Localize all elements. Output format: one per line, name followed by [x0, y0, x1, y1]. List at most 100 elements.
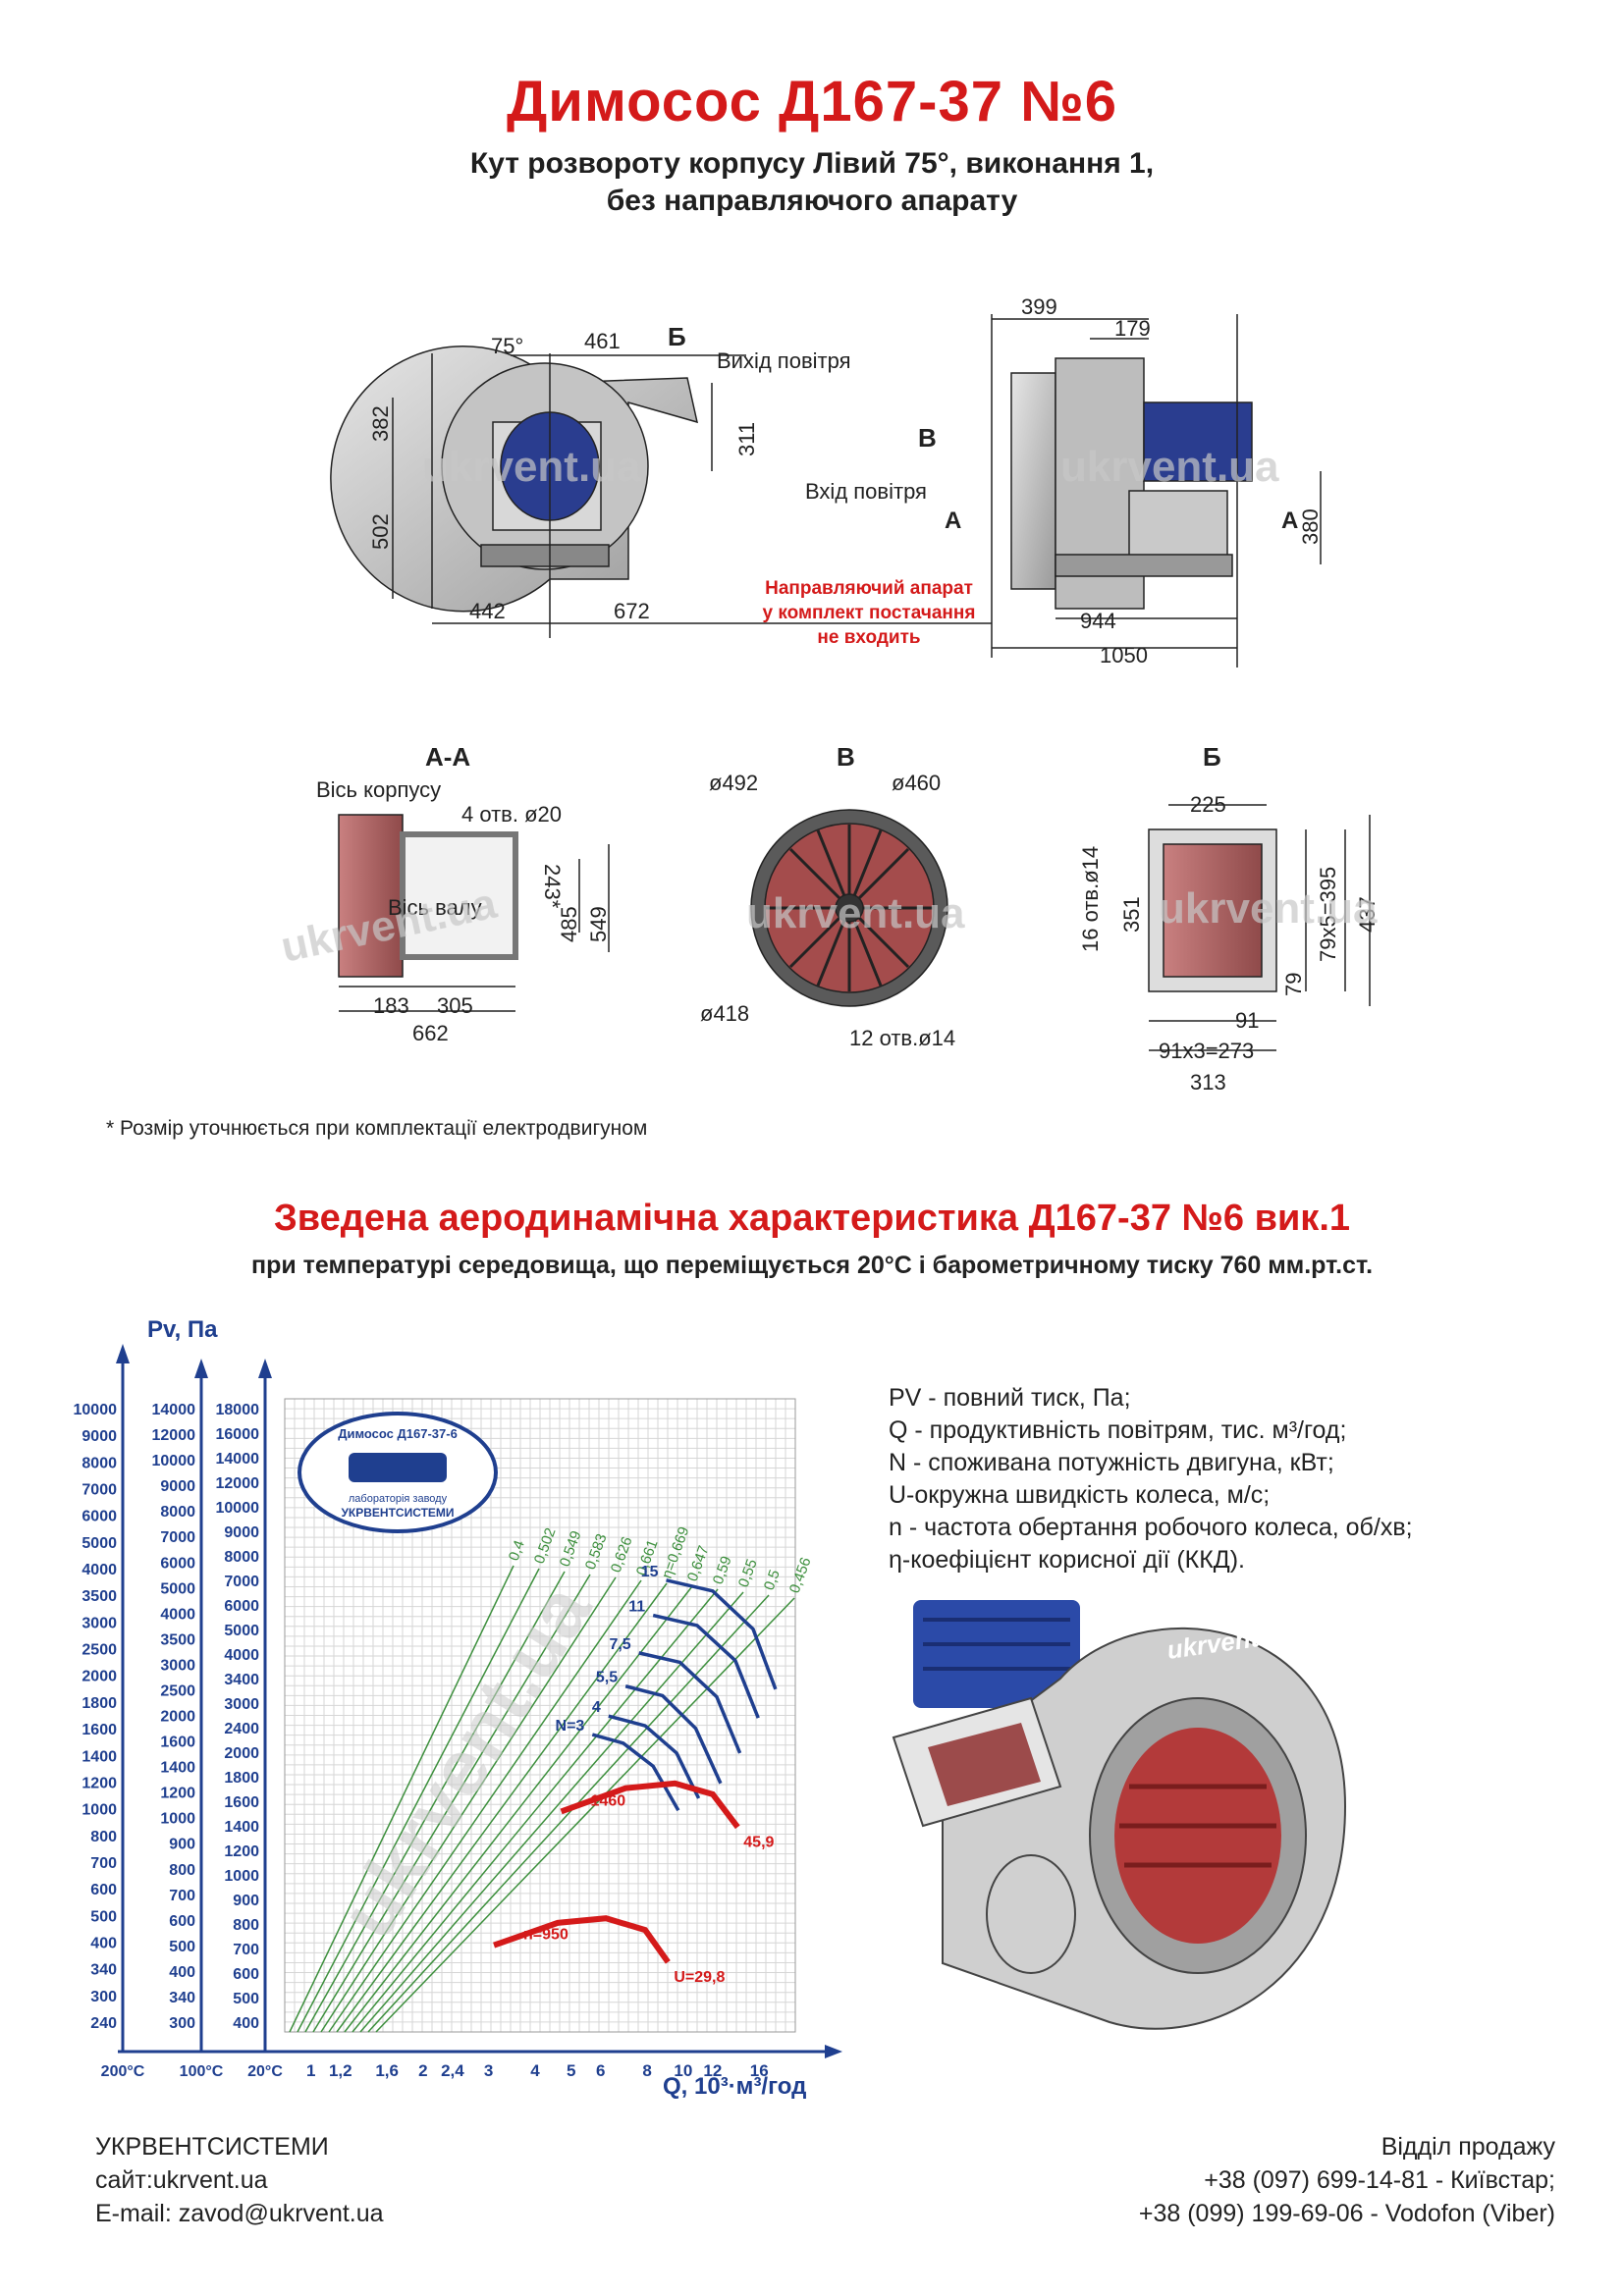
y-tick-label: 12000: [152, 1427, 196, 1444]
y-tick-label: 8000: [160, 1504, 195, 1521]
speed-curve-end-label: 45,9: [743, 1834, 774, 1850]
y-tick-label: 4000: [81, 1562, 117, 1578]
y-tick-label: 7000: [224, 1574, 259, 1590]
y-tick-label: 1000: [160, 1811, 195, 1828]
footer-phone-1[interactable]: +38 (097) 699-14-81 - Київстар;: [1204, 2166, 1555, 2194]
dim-662: 662: [412, 1021, 449, 1045]
y-tick-label: 1200: [160, 1786, 195, 1802]
y-tick-label: 3500: [160, 1631, 195, 1648]
power-curve: [624, 1684, 723, 1785]
y-tick-label: 400: [90, 1935, 117, 1951]
legend-pv: PV - повний тиск, Па;: [889, 1384, 1131, 1412]
dim-d418: ø418: [700, 1001, 749, 1026]
side-view: [991, 314, 1322, 667]
temperature-label: 100°С: [180, 2063, 224, 2080]
y-tick-label: 3500: [81, 1588, 117, 1605]
efficiency-line: [367, 1594, 770, 2033]
x-tick-label: 1: [306, 2061, 315, 2080]
dim-485: 485: [557, 906, 581, 942]
y-tick-label: 10000: [216, 1500, 260, 1517]
watermark-1: ukrvent.ua: [422, 443, 641, 491]
dim-243: 243*: [540, 864, 565, 909]
y-tick-label: 4000: [224, 1647, 259, 1664]
logo-title: Димосос Д167-37-6: [338, 1426, 458, 1441]
dim-549: 549: [586, 906, 611, 942]
speed-curve-label: 1460: [591, 1792, 626, 1809]
y-tick-label: 1400: [81, 1748, 117, 1765]
y-tick-label: 5000: [160, 1580, 195, 1597]
speed-curve-end-label: U=29,8: [674, 1969, 725, 1986]
efficiency-line: [328, 1579, 642, 2033]
y-tick-label: 800: [169, 1862, 195, 1879]
y-tick-label: 9000: [160, 1478, 195, 1495]
dim-380: 380: [1298, 508, 1323, 545]
fan-render-image: ukrvent.ua: [892, 1600, 1347, 2030]
y-tick-label: 6000: [224, 1598, 259, 1615]
y-tick-label: 7000: [160, 1529, 195, 1546]
dim-502: 502: [368, 513, 393, 550]
chart-section-subtitle: при температурі середовища, що переміщує…: [250, 1252, 1374, 1279]
efficiency-line: [289, 1565, 514, 2033]
x-tick-label: 2,4: [441, 2061, 464, 2080]
legend-q: Q - продуктивність повітрям, тис. м³/год…: [889, 1416, 1347, 1444]
footer-phone-2[interactable]: +38 (099) 199-69-06 - Vodofon (Viber): [1138, 2200, 1555, 2227]
x-tick-label: 1,6: [375, 2061, 399, 2080]
footer-site-link[interactable]: сайт:ukrvent.ua: [95, 2166, 268, 2194]
dim-442: 442: [469, 599, 506, 623]
y-tick-label: 300: [90, 1989, 117, 2005]
footer-sales: Відділ продажу: [1380, 2133, 1555, 2161]
power-curve: [591, 1733, 680, 1812]
temperature-label: 20°С: [247, 2063, 283, 2080]
dim-1050: 1050: [1100, 643, 1148, 667]
inlet-label: Вхід повітря: [805, 479, 927, 504]
y-tick-label: 900: [233, 1893, 259, 1909]
y-tick-label: 2500: [81, 1642, 117, 1659]
efficiency-label: 0,502: [531, 1525, 560, 1566]
y-axis-arrow-icon: [194, 1359, 208, 1378]
power-curve-label: N=3: [556, 1718, 585, 1735]
dim-d492: ø492: [709, 771, 758, 795]
page-title: Димосос Д167-37 №6: [506, 70, 1117, 133]
power-curve: [608, 1714, 701, 1799]
y-tick-label: 3000: [81, 1615, 117, 1631]
y-tick-label: 3400: [224, 1672, 259, 1688]
efficiency-line: [375, 1597, 795, 2033]
y-tick-label: 700: [169, 1888, 195, 1904]
y-tick-label: 7000: [81, 1482, 117, 1499]
y-tick-label: 800: [90, 1829, 117, 1845]
y-axis-arrow-icon: [258, 1359, 272, 1378]
speed-curve: [560, 1780, 740, 1830]
efficiency-line: [297, 1568, 540, 2033]
y-tick-label: 1600: [81, 1722, 117, 1738]
y-tick-label: 700: [90, 1855, 117, 1872]
dim-225: 225: [1190, 792, 1226, 817]
legend-n-speed: n - частота обертання робочого колеса, о…: [889, 1514, 1413, 1541]
y-tick-label: 2000: [81, 1669, 117, 1685]
page-subtitle-1: Кут розвороту корпусу Лівий 75°, виконан…: [469, 147, 1155, 180]
y-tick-label: 1000: [224, 1868, 259, 1885]
x-tick-label: 6: [596, 2061, 605, 2080]
holes-b: 16 отв.ø14: [1078, 846, 1103, 952]
aerodynamic-chart: Pv, Па Q, 10³·м³/год 4005006007008009001…: [74, 1316, 842, 2100]
efficiency-label: 0,647: [684, 1543, 713, 1583]
x-tick-label: 4: [530, 2061, 540, 2080]
guide-note-2: у комплект постачання: [763, 603, 976, 623]
efficiency-line: [304, 1571, 566, 2033]
y-tick-label: 14000: [216, 1451, 260, 1468]
efficiency-line: [320, 1576, 617, 2033]
dim-183: 183: [373, 993, 409, 1018]
y-tick-label: 400: [169, 1964, 195, 1981]
footer-email-link[interactable]: E-mail: zavod@ukrvent.ua: [95, 2200, 384, 2227]
y-tick-label: 600: [233, 1966, 259, 1983]
power-curve-label: 15: [641, 1564, 659, 1580]
efficiency-line: [359, 1591, 744, 2033]
section-v-title: В: [837, 742, 855, 772]
legend-u: U-окружна швидкість колеса, м/с;: [889, 1481, 1271, 1509]
power-curve: [638, 1651, 742, 1754]
power-curve-label: 7,5: [609, 1636, 630, 1653]
logo-fan-icon: [349, 1453, 447, 1482]
y-tick-label: 400: [233, 2015, 259, 2032]
y-tick-label: 14000: [152, 1402, 196, 1418]
power-curve: [652, 1613, 760, 1719]
efficiency-label: 0,456: [786, 1555, 815, 1595]
